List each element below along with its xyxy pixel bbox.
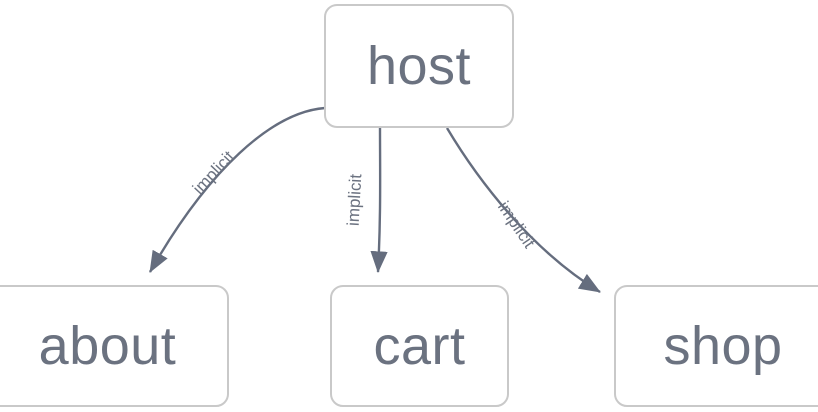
node-cart-label: cart — [373, 316, 466, 376]
edge-host-cart — [370, 127, 388, 273]
node-shop-label: shop — [663, 316, 783, 376]
node-host-label: host — [366, 36, 472, 96]
node-shop[interactable]: shop — [614, 285, 818, 407]
node-about-label: about — [38, 316, 177, 376]
node-about[interactable]: about — [0, 285, 229, 407]
node-host[interactable]: host — [324, 4, 514, 128]
edge-label-host-cart: implicit — [343, 173, 366, 227]
node-cart[interactable]: cart — [330, 285, 509, 407]
edge-host-shop — [445, 127, 601, 294]
edge-host-about — [148, 106, 326, 273]
